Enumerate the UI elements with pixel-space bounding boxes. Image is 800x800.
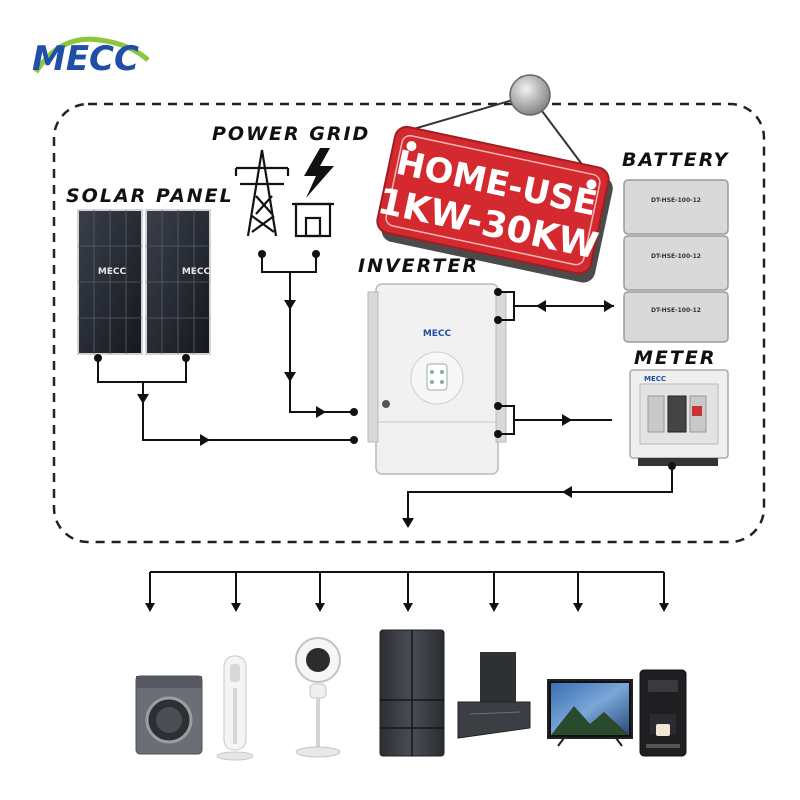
system-boundary — [52, 102, 766, 544]
logo-swoosh-icon — [33, 36, 150, 74]
battery-model-3: DT-HSE-100-12 — [651, 307, 701, 314]
inverter-brand: MECC — [423, 329, 452, 339]
meter-icon: MECC — [629, 369, 729, 466]
power-tower-icon — [234, 149, 290, 237]
sign-hanger — [409, 74, 591, 176]
inverter-label: INVERTER — [358, 255, 479, 277]
battery-model-1: DT-HSE-100-12 — [651, 197, 701, 204]
solar-panel-icon: MECC MECC — [77, 209, 211, 355]
power-grid-label: POWER GRID — [212, 123, 370, 145]
battery-icon: DT-HSE-100-12 DT-HSE-100-12 DT-HSE-100-1… — [623, 179, 729, 343]
home-use-sign: HOME-USE 1KW-30KW — [374, 125, 613, 283]
standing-fan-icon — [295, 637, 341, 758]
connection-nodes — [94, 250, 676, 470]
solar-panel-label: SOLAR PANEL — [66, 185, 234, 207]
mecc-logo: MECC — [32, 36, 150, 79]
logo-text: MECC — [32, 39, 139, 79]
television-icon — [547, 679, 633, 747]
inverter-icon: MECC — [367, 283, 507, 475]
house-icon — [292, 202, 334, 238]
washing-machine-icon — [135, 675, 203, 755]
meter-label: METER — [634, 347, 716, 369]
flow-arrows — [137, 300, 669, 612]
lightning-icon — [304, 148, 334, 198]
coffee-machine-icon — [639, 669, 687, 757]
battery-model-2: DT-HSE-100-12 — [651, 253, 701, 260]
tower-fan-icon — [216, 655, 254, 761]
panel-brand-right: MECC — [182, 267, 211, 277]
range-hood-icon — [457, 652, 531, 739]
refrigerator-icon — [379, 629, 445, 757]
pin-icon — [509, 74, 551, 116]
meter-brand: MECC — [644, 375, 666, 383]
panel-brand-left: MECC — [98, 267, 127, 277]
battery-label: BATTERY — [622, 149, 730, 171]
